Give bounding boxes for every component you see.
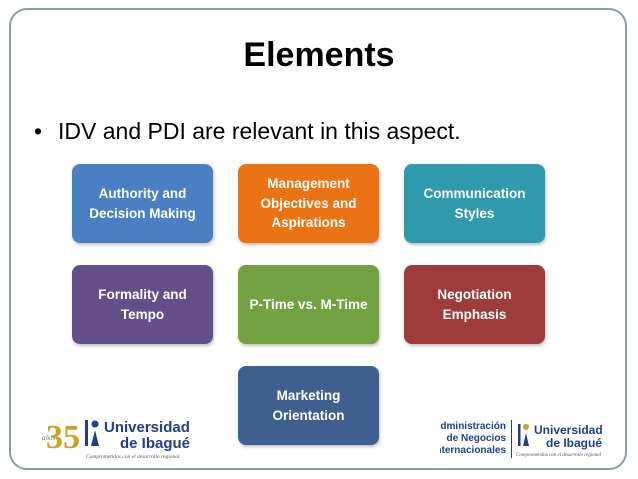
program-line2: de Negocios bbox=[447, 433, 507, 444]
logo-tagline: Comprometidos con el desarrollo regional bbox=[86, 454, 180, 460]
logo-right-tagline: Comprometidos con el desarrollo regional bbox=[516, 453, 602, 458]
bullet-marker: • bbox=[34, 118, 43, 144]
slide-frame bbox=[9, 8, 627, 470]
bullet-text: IDV and PDI are relevant in this aspect. bbox=[58, 118, 461, 144]
bullet-point: • IDV and PDI are relevant in this aspect… bbox=[34, 118, 461, 145]
logo-name2: de Ibagué bbox=[120, 435, 190, 452]
administracion-negocios-logo: Administración de Negocios Internacional… bbox=[440, 420, 603, 458]
program-line1: Administración bbox=[440, 421, 506, 432]
box-formality-tempo: Formality and Tempo bbox=[72, 265, 213, 344]
box-communication-styles: Communication Styles bbox=[404, 164, 545, 243]
box-management-objectives: Management Objectives and Aspirations bbox=[238, 164, 379, 243]
logo-name1: Universidad bbox=[104, 419, 190, 436]
logo-right-name2: de Ibagué bbox=[546, 436, 602, 450]
box-marketing-orientation: Marketing Orientation bbox=[238, 366, 379, 445]
box-negotiation-emphasis: Negotiation Emphasis bbox=[404, 265, 545, 344]
slide-title: Elements bbox=[243, 36, 395, 74]
program-line3: Internacionales bbox=[440, 445, 506, 456]
box-authority-decision-making: Authority and Decision Making bbox=[72, 164, 213, 243]
logo-number: 35 bbox=[46, 419, 80, 456]
logo-years: años bbox=[42, 434, 56, 442]
logo-right-name1: Universidad bbox=[534, 423, 603, 437]
universidad-ibague-35-logo: 35 años Universidad de Ibagué Comprometi… bbox=[42, 419, 190, 460]
box-ptime-mtime: P-Time vs. M-Time bbox=[238, 265, 379, 344]
